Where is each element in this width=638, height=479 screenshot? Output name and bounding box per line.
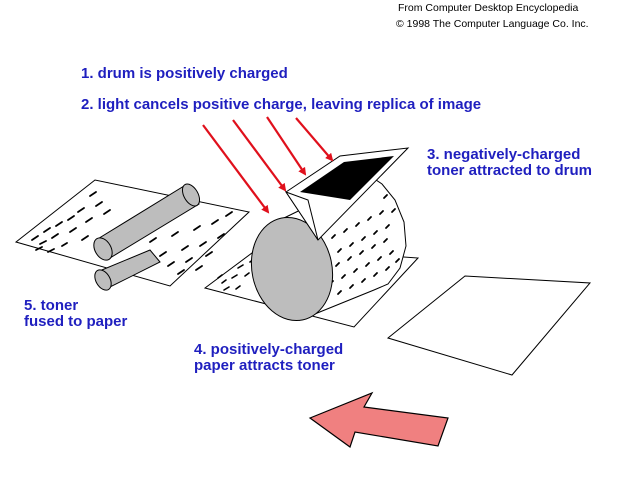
step-4-label-line-1: 4. positively-charged xyxy=(194,341,344,358)
arrow-icon xyxy=(295,117,334,162)
step-2-label: 2. light cancels positive charge, leavin… xyxy=(81,96,482,113)
fused-paper-toner-marks xyxy=(31,191,233,275)
arrow-icon xyxy=(266,116,307,176)
step-4-label-line-2: paper attracts toner xyxy=(194,357,335,374)
fuser-lower-roller xyxy=(94,249,161,291)
arrow-icon xyxy=(202,124,270,214)
step-3-label-line-2: toner attracted to drum xyxy=(427,162,593,179)
blank-paper-sheet xyxy=(386,275,592,376)
transfer-paper-toner-marks xyxy=(217,258,255,291)
step-5-label-line-2: fused to paper xyxy=(24,313,128,330)
arrow-icon xyxy=(232,119,287,192)
toner-hopper xyxy=(284,147,410,241)
credit-line-1: From Computer Desktop Encyclopedia xyxy=(398,2,579,14)
credit-line-2: © 1998 The Computer Language Co. Inc. xyxy=(396,18,589,30)
step-1-label: 1. drum is positively charged xyxy=(81,65,288,82)
toner-powder xyxy=(300,156,394,200)
step-3-label-line-1: 3. negatively-charged xyxy=(427,146,581,163)
large-arrow-icon xyxy=(308,391,449,448)
light-ray-arrows xyxy=(202,116,334,214)
step-5-label-line-1: 5. toner xyxy=(24,297,79,314)
fuser-upper-roller xyxy=(93,183,201,261)
drum-end-face xyxy=(250,216,334,322)
